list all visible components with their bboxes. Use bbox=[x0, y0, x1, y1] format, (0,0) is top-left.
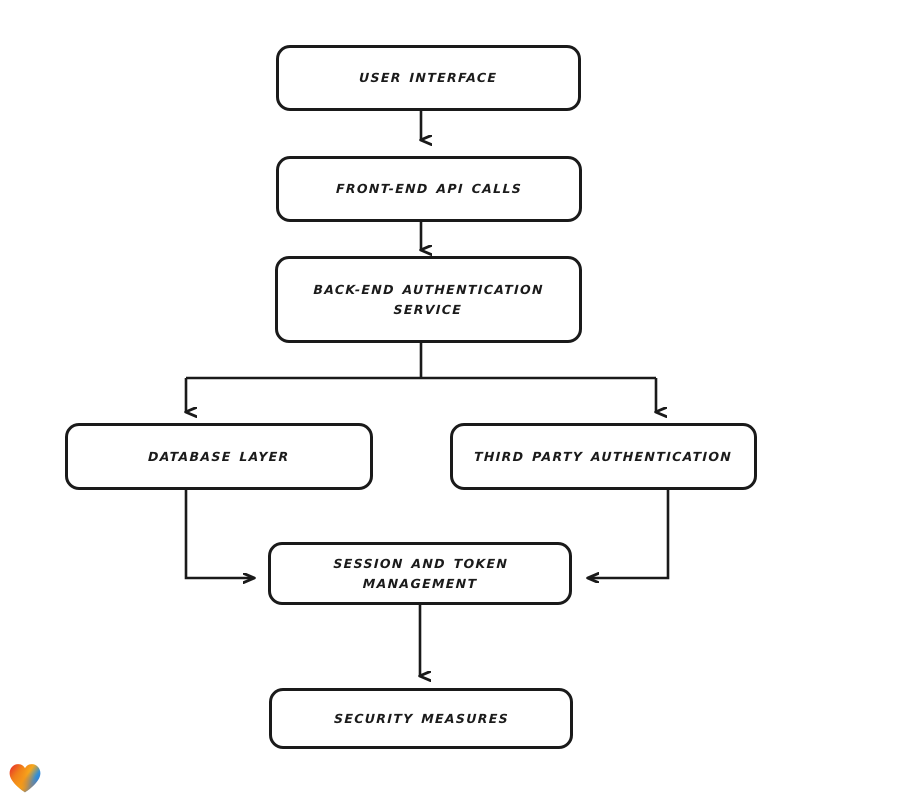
node-third-party-auth[interactable]: Third Party Authentication bbox=[450, 423, 757, 490]
node-database-layer-label: Database Layer bbox=[148, 448, 291, 464]
edge-thirdparty-to-session bbox=[588, 490, 670, 578]
node-front-end-api-calls-label: Front-End API Calls bbox=[335, 181, 523, 196]
node-session-token-management-label: Session and Token Management bbox=[332, 555, 509, 591]
edge-database-to-session bbox=[184, 490, 254, 578]
node-back-end-auth-service-label: Back-End Authentication Service bbox=[313, 281, 545, 317]
node-back-end-auth-service[interactable]: Back-End Authentication Service bbox=[275, 256, 582, 343]
node-user-interface[interactable]: User Interface bbox=[276, 45, 581, 111]
node-third-party-auth-label: Third Party Authentication bbox=[474, 448, 733, 464]
node-security-measures-label: Security Measures bbox=[333, 710, 509, 726]
node-session-token-management[interactable]: Session and Token Management bbox=[268, 542, 572, 605]
node-user-interface-label: User Interface bbox=[359, 70, 498, 85]
node-front-end-api-calls[interactable]: Front-End API Calls bbox=[276, 156, 582, 222]
gradient-heart-icon bbox=[9, 764, 41, 793]
node-database-layer[interactable]: Database Layer bbox=[65, 423, 373, 490]
node-security-measures[interactable]: Security Measures bbox=[269, 688, 573, 749]
